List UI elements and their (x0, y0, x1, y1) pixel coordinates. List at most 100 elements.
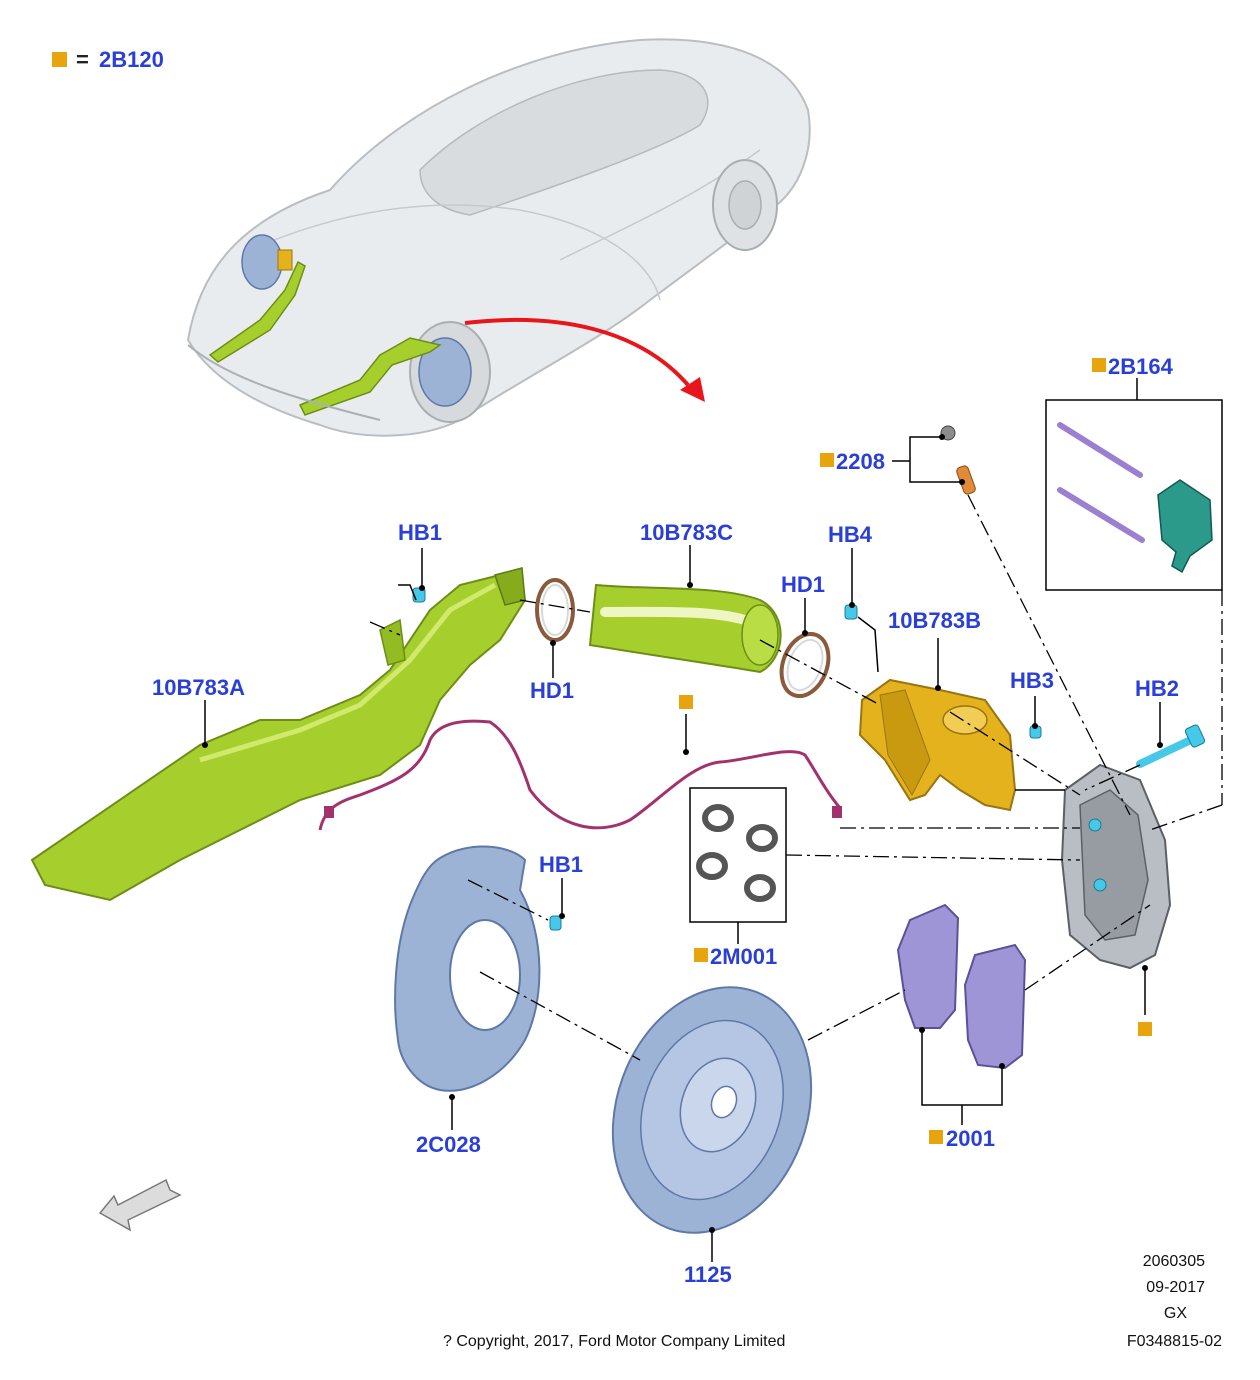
bolt-HB4: HB4 (828, 522, 879, 673)
kit-box (1045, 399, 1223, 591)
pads-marker (929, 1130, 943, 1144)
duct-a-flange (379, 618, 406, 666)
car-overview-illustration (186, 38, 811, 437)
seals-marker (694, 948, 708, 962)
wire-connector-right (832, 806, 842, 818)
pads-dot-left (919, 1027, 925, 1033)
pads-2001: 2001 (896, 903, 1027, 1151)
bolt-hb1-mid-dash (467, 879, 549, 921)
footer: 2060305 09-2017 GX F0348815-02 ? Copyrig… (443, 1253, 1222, 1350)
caliper-piston-2 (1093, 878, 1107, 892)
duct-a-lead-dot (202, 742, 208, 748)
duct-b-label: 10B783B (888, 608, 981, 633)
sensor-bracket (909, 436, 962, 483)
clamp-HD1-right: HD1 (779, 572, 831, 698)
clamp-left-ring (535, 578, 575, 642)
caliper-dot (1142, 965, 1148, 971)
direction-arrow (98, 1178, 182, 1232)
hose-c-lead-dot (687, 582, 693, 588)
caliper-marker (1138, 1022, 1152, 1036)
wire-lead-dot (683, 749, 689, 755)
align-hb2-caliper (1084, 764, 1141, 791)
car-right-duct (298, 337, 442, 416)
pad-1 (896, 903, 960, 1029)
car-left-brake-disc (241, 234, 283, 290)
duct-b-dot (935, 685, 941, 691)
align-duct-hose (519, 599, 591, 613)
sensor-lead-dot-top (939, 434, 945, 440)
hose-10B783C: 10B783C (588, 520, 782, 674)
shield-label: 2C028 (416, 1132, 481, 1157)
direction-arrow-icon (98, 1178, 182, 1232)
bolt-HB2: HB2 (1135, 676, 1206, 768)
bolt-hb1-top-label: HB1 (398, 520, 442, 545)
clamp-right-dot (802, 630, 808, 636)
shield-dot (449, 1094, 455, 1100)
wire-path (318, 719, 842, 831)
legend-equals: = (76, 47, 89, 72)
rotor-dot (709, 1227, 715, 1233)
wire-harness (318, 695, 842, 831)
sensor-marker (820, 453, 834, 467)
kit-spring-clip (1157, 479, 1213, 574)
seal-2 (746, 824, 778, 852)
sensor-2208: 2208 (820, 425, 976, 495)
seal-1 (702, 804, 734, 832)
seals-label: 2M001 (710, 944, 777, 969)
rotor-label: 1125 (684, 1262, 732, 1287)
pad-2 (963, 943, 1027, 1070)
hose-c-highlight (600, 606, 750, 625)
shield-2C028: 2C028 (394, 845, 541, 1157)
hose-c-end (741, 604, 779, 666)
pads-dot-right (999, 1063, 1005, 1069)
legend-code: 2B120 (99, 47, 164, 72)
align-shield-rotor (479, 971, 641, 1061)
bolt-hb2-shaft (1136, 734, 1199, 768)
red-arrow-head (680, 377, 705, 402)
rotor-hub-hole (710, 1085, 738, 1119)
duct-a-label: 10B783A (152, 675, 245, 700)
bolt-hb1-mid-dot (559, 913, 565, 919)
clamp-right-ring (779, 632, 831, 698)
duct-a-inlet (494, 567, 526, 606)
align-kit-caliper-2 (1149, 804, 1223, 831)
align-pads-caliper (1024, 904, 1151, 991)
car-front-brake-disc (418, 337, 472, 407)
wire-marker (679, 695, 693, 709)
clamp-right-ring-inner (786, 638, 824, 692)
bolt-hb4-dot (849, 602, 855, 608)
seal-4 (744, 874, 776, 902)
car-rear-wheel-hub (728, 180, 762, 230)
kit-pin-1 (1057, 422, 1143, 478)
duct-b-shadow (879, 689, 931, 797)
align-seals-caliper (785, 854, 1081, 861)
wire-connector-left (324, 806, 334, 818)
red-pointer-arrow (464, 317, 705, 402)
clamp-left-dot (550, 640, 556, 646)
car-caliper (277, 249, 293, 271)
bolt-HB3: HB3 (1010, 668, 1054, 739)
bolt-hb4-dash (857, 616, 879, 673)
seals-2M001: 2M001 (689, 787, 787, 969)
clamp-left-label: HD1 (530, 678, 574, 703)
bolt-hb2-label: HB2 (1135, 676, 1179, 701)
kit-label: 2B164 (1108, 354, 1174, 379)
bolt-hb2-head (1184, 724, 1206, 748)
duct-b-opening (942, 705, 988, 735)
hose-c-body (588, 583, 782, 674)
bolt-hb1-top-dot (419, 585, 425, 591)
bolt-hb1-mid-label: HB1 (539, 852, 583, 877)
bolt-hb3-label: HB3 (1010, 668, 1054, 693)
sensor-lead-dot-bottom (959, 479, 965, 485)
caliper-piston-1 (1088, 818, 1102, 832)
car-left-duct (208, 260, 306, 363)
clamp-right-label: HD1 (781, 572, 825, 597)
legend-marker (52, 52, 67, 67)
kit-2B164: 2B164 (1045, 354, 1223, 591)
bolt-hb2-dot (1157, 742, 1163, 748)
footer-date: 09-2017 (1146, 1279, 1205, 1296)
align-sensor-caliper (967, 494, 1131, 816)
kit-marker (1092, 358, 1106, 372)
align-hose-ductb (759, 639, 881, 706)
